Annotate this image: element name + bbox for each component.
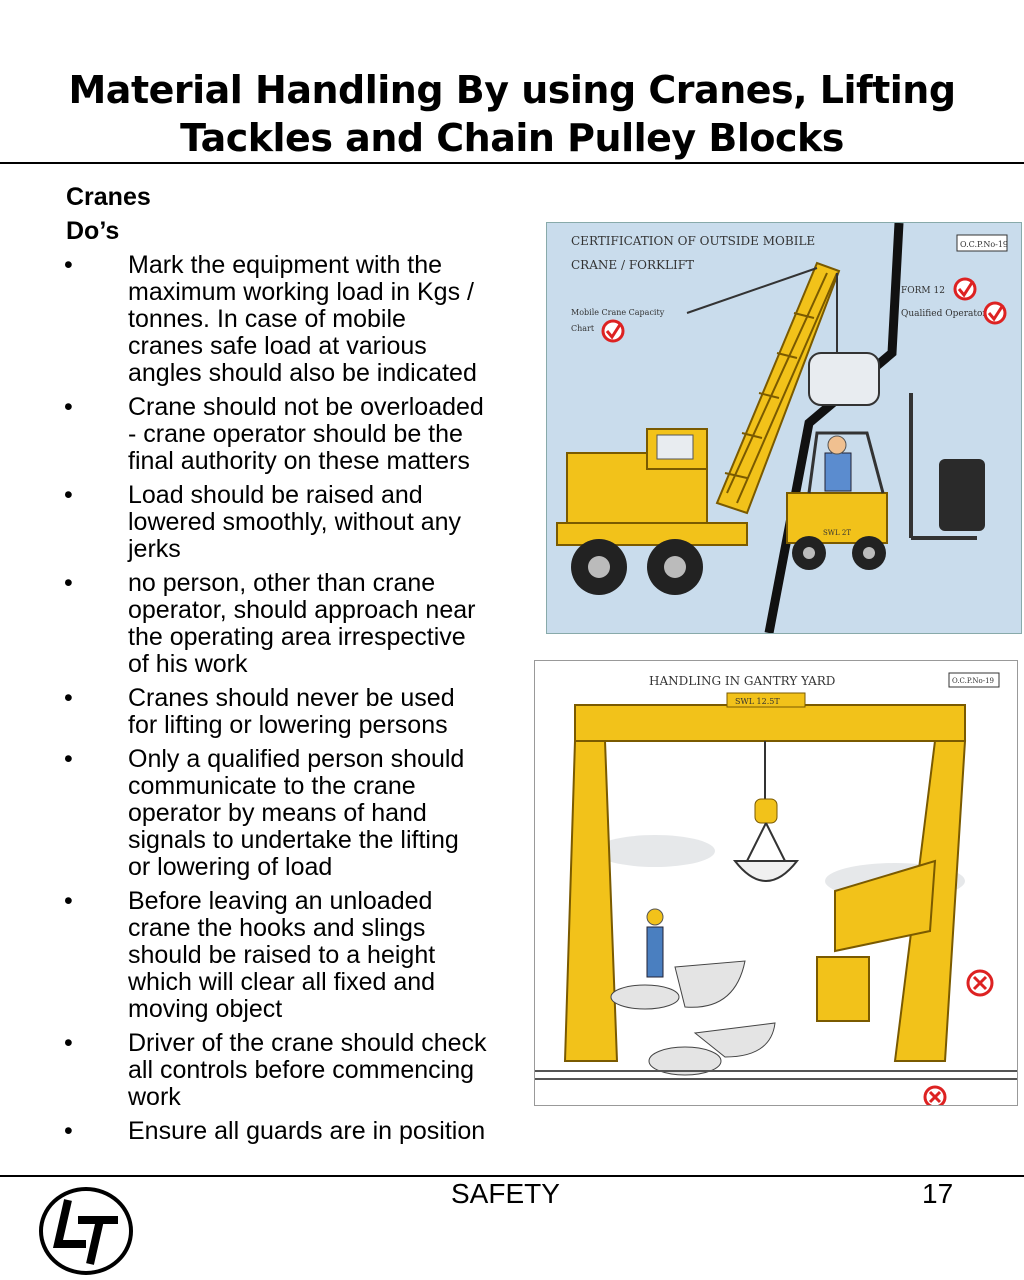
list-item-text: Mark the equipment with the maximum work… <box>128 252 477 387</box>
hook-block <box>754 798 778 824</box>
list-item-text: Ensure all guards are in position <box>128 1117 486 1145</box>
worker-helmet <box>646 908 664 926</box>
footer-divider <box>0 1175 1024 1177</box>
gantry-leg-left <box>563 740 619 1062</box>
list-item-text: Cranes should never be used for lifting … <box>128 684 455 739</box>
oil-drum <box>939 459 985 531</box>
cloud <box>595 835 715 867</box>
list-item: • Load should be raised and lowered smoot… <box>0 482 536 563</box>
bullet-icon: • <box>64 1117 73 1145</box>
list-item-text: no person, other than crane operator, sh… <box>128 569 476 678</box>
list-item: • no person, other than crane operator, s… <box>0 570 536 678</box>
illustration-heading-2: CRANE / FORKLIFT <box>571 258 694 272</box>
list-item: • Before leaving an unloaded crane the ho… <box>0 888 536 1023</box>
bullet-icon: • <box>64 252 73 279</box>
bullet-icon: • <box>64 684 73 712</box>
suspended-load <box>732 860 800 882</box>
title-line-1: Material Handling By using Cranes, Lifti… <box>68 68 956 112</box>
list-item: • Crane should not be overloaded - crane … <box>0 394 536 475</box>
list-item: • Cranes should never be used for lifting… <box>0 685 536 739</box>
swl-label: SWL 12.5T <box>735 697 780 706</box>
list-item-text: Driver of the crane should check all con… <box>128 1029 487 1111</box>
footer-label: SAFETY <box>451 1178 560 1209</box>
company-logo <box>39 1187 133 1275</box>
list-item-text: Load should be raised and lowered smooth… <box>128 481 462 563</box>
list-item: • Driver of the crane should check all co… <box>0 1030 536 1111</box>
forklift-tag: SWL 2T <box>823 529 851 537</box>
forklift-body <box>786 492 888 544</box>
illustration-heading: HANDLING IN GANTRY YARD <box>649 674 835 688</box>
section-heading: Cranes <box>66 183 151 211</box>
dos-list: • Mark the equipment with the maximum wor… <box>0 252 536 1152</box>
crane-boom <box>715 261 841 515</box>
operator-figure <box>824 452 852 492</box>
bullet-icon: • <box>64 1029 73 1057</box>
operator-label: Qualified Operator <box>901 309 987 319</box>
title-divider <box>0 162 1024 164</box>
mobile-crane-forklift-illustration: CERTIFICATION OF OUTSIDE MOBILE CRANE / … <box>546 222 1022 634</box>
subsection-heading: Do’s <box>66 217 120 245</box>
chart-label-2: Chart <box>571 324 595 333</box>
gantry-beam <box>574 704 966 742</box>
page-title: Material Handling By using Cranes, Lifti… <box>0 66 1024 162</box>
bullet-icon: • <box>64 745 73 773</box>
list-item: • Ensure all guards are in position <box>0 1118 536 1145</box>
worker-figure <box>646 926 664 978</box>
drum-load <box>808 352 880 406</box>
list-item-text: Before leaving an unloaded crane the hoo… <box>128 887 436 1023</box>
page-number: 17 <box>922 1178 954 1209</box>
form-label: FORM 12 <box>901 286 945 296</box>
bullet-icon: • <box>64 569 73 597</box>
bullet-icon: • <box>64 481 73 509</box>
part-ring <box>610 984 680 1010</box>
list-item: • Only a qualified person should communic… <box>0 746 536 881</box>
list-item-text: Only a qualified person should communica… <box>128 745 465 881</box>
illustration-ref: O.C.P.No-19 <box>960 240 1008 249</box>
chart-label-1: Mobile Crane Capacity <box>571 308 665 317</box>
illustration-heading-1: CERTIFICATION OF OUTSIDE MOBILE <box>571 234 815 248</box>
list-item-text: Crane should not be overloaded - crane o… <box>128 393 484 475</box>
list-item: • Mark the equipment with the maximum wor… <box>0 252 536 387</box>
illustration-ref: O.C.P.No-19 <box>952 677 994 685</box>
bullet-icon: • <box>64 887 73 915</box>
crane-body <box>566 452 708 526</box>
title-line-2: Tackles and Chain Pulley Blocks <box>180 116 844 160</box>
operator-cabin <box>816 956 870 1022</box>
bullet-icon: • <box>64 393 73 421</box>
gantry-yard-illustration: HANDLING IN GANTRY YARD O.C.P.No-19 SWL … <box>534 660 1018 1106</box>
